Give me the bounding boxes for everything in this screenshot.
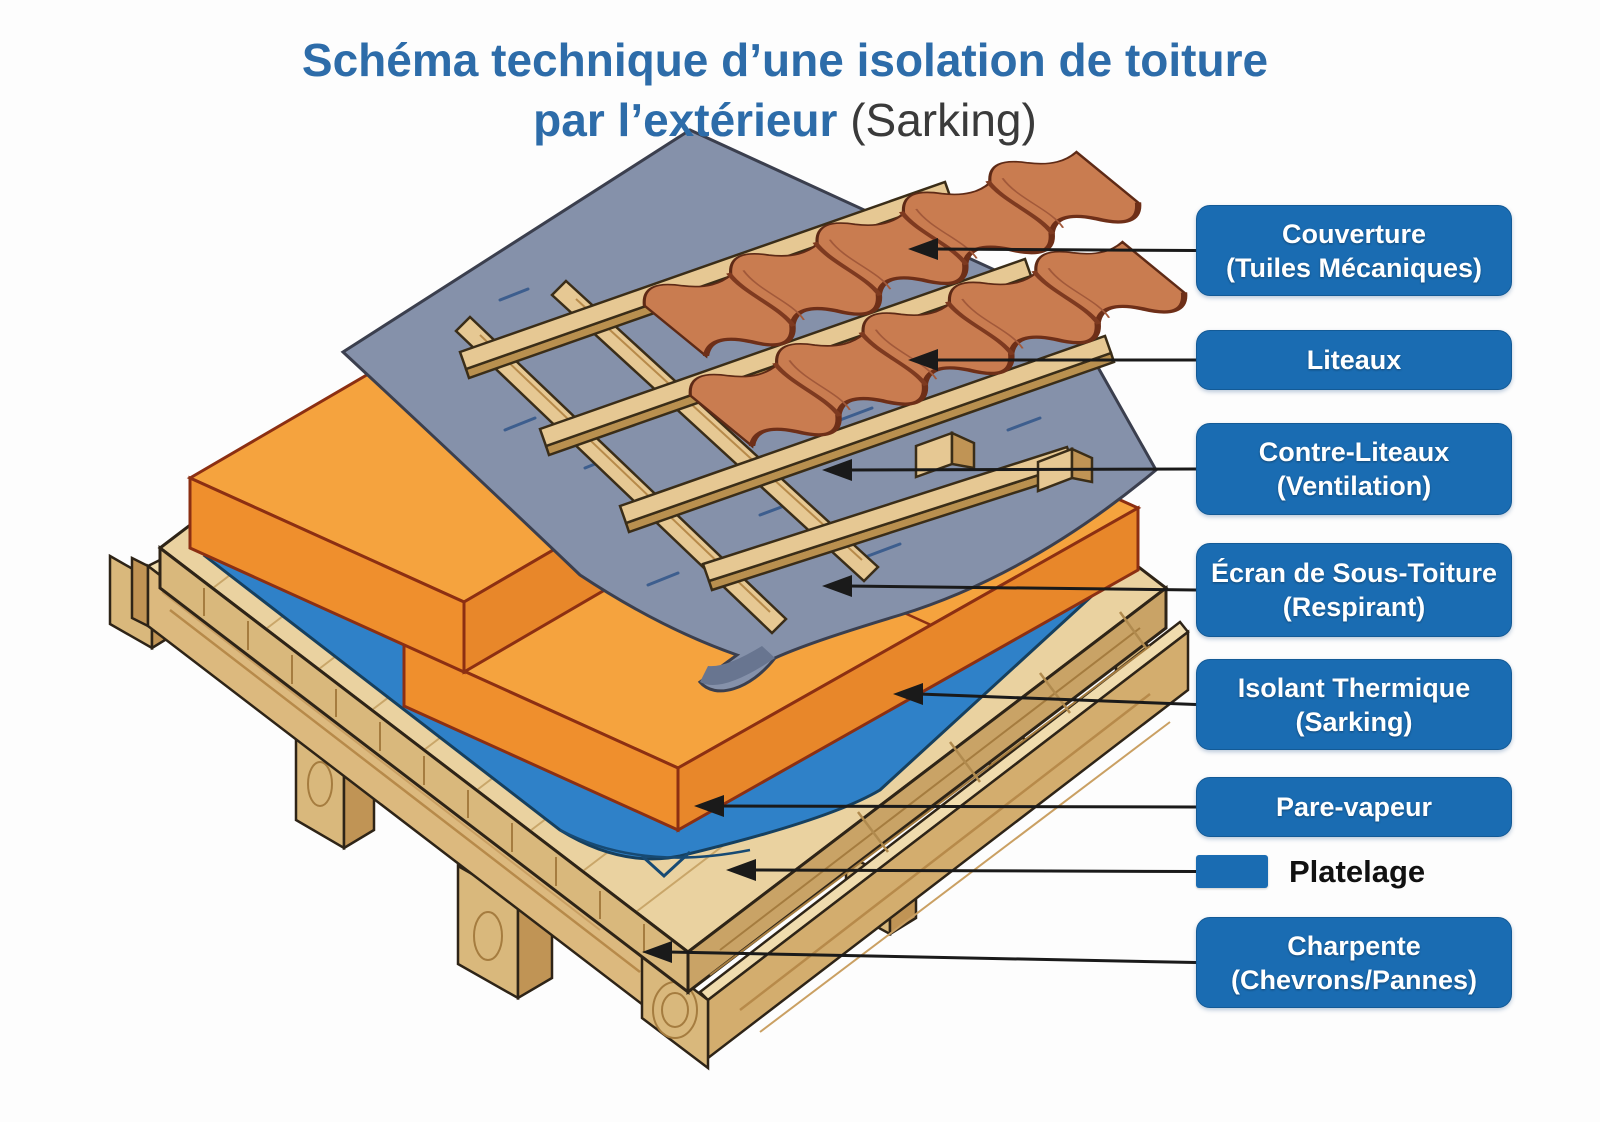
arrowhead-ecran-sous-toiture: [822, 575, 852, 597]
label-box-isolant-thermique: Isolant Thermique(Sarking): [1196, 659, 1512, 750]
arrowhead-liteaux: [908, 349, 938, 371]
leader-line-platelage: [751, 868, 1197, 873]
title-line-2: par l’extérieur (Sarking): [533, 94, 1037, 146]
title-line-1: Schéma technique d’une isolation de toit…: [301, 34, 1269, 86]
label-box-couverture: Couverture(Tuiles Mécaniques): [1196, 205, 1512, 296]
label-box-liteaux: Liteaux: [1196, 330, 1512, 390]
leader-line-couverture: [933, 247, 1197, 252]
label-line: (Ventilation): [1276, 471, 1432, 501]
label-line: Contre-Liteaux: [1258, 437, 1450, 467]
label-line: Charpente: [1287, 930, 1421, 961]
label-line: (Chevrons/Pannes): [1230, 964, 1478, 995]
label-box-contre-liteaux: Contre-Liteaux (Ventilation): [1196, 423, 1512, 515]
label-box-charpente: Charpente(Chevrons/Pannes): [1196, 917, 1512, 1008]
page-title: Schéma technique d’une isolation de toit…: [0, 30, 1570, 150]
label-line: Liteaux: [1306, 345, 1402, 375]
label-text-platelage: Platelage: [1289, 853, 1426, 889]
arrowhead-platelage: [726, 859, 756, 881]
label-line: (Sarking): [1295, 706, 1413, 737]
leader-line-pare-vapeur: [719, 804, 1197, 809]
leader-line-charpente: [667, 950, 1197, 964]
label-line: Couverture: [1281, 218, 1427, 249]
leader-line-isolant-thermique: [918, 692, 1197, 706]
label-line: Pare-vapeur: [1275, 792, 1433, 822]
label-box-ecran-sous-toiture: Écran de Sous-Toiture (Respirant): [1196, 543, 1512, 637]
leader-lines: [642, 238, 1197, 964]
arrowhead-contre-liteaux: [822, 459, 852, 481]
label-line: (Respirant): [1282, 592, 1426, 622]
leader-line-ecran-sous-toiture: [847, 584, 1197, 592]
leader-line-contre-liteaux: [847, 467, 1197, 472]
arrowhead-charpente: [642, 941, 672, 963]
arrowhead-couverture: [908, 238, 938, 260]
label-line: (Tuiles Mécaniques): [1225, 252, 1483, 283]
arrowhead-isolant-thermique: [893, 683, 923, 705]
label-box-pare-vapeur: Pare-vapeur: [1196, 777, 1512, 837]
legend-swatch-platelage: [1196, 855, 1268, 888]
title-sarking-suffix: (Sarking): [837, 94, 1037, 146]
label-line: Isolant Thermique: [1237, 672, 1471, 703]
label-line: Écran de Sous-Toiture: [1210, 558, 1498, 588]
arrowhead-pare-vapeur: [694, 795, 724, 817]
